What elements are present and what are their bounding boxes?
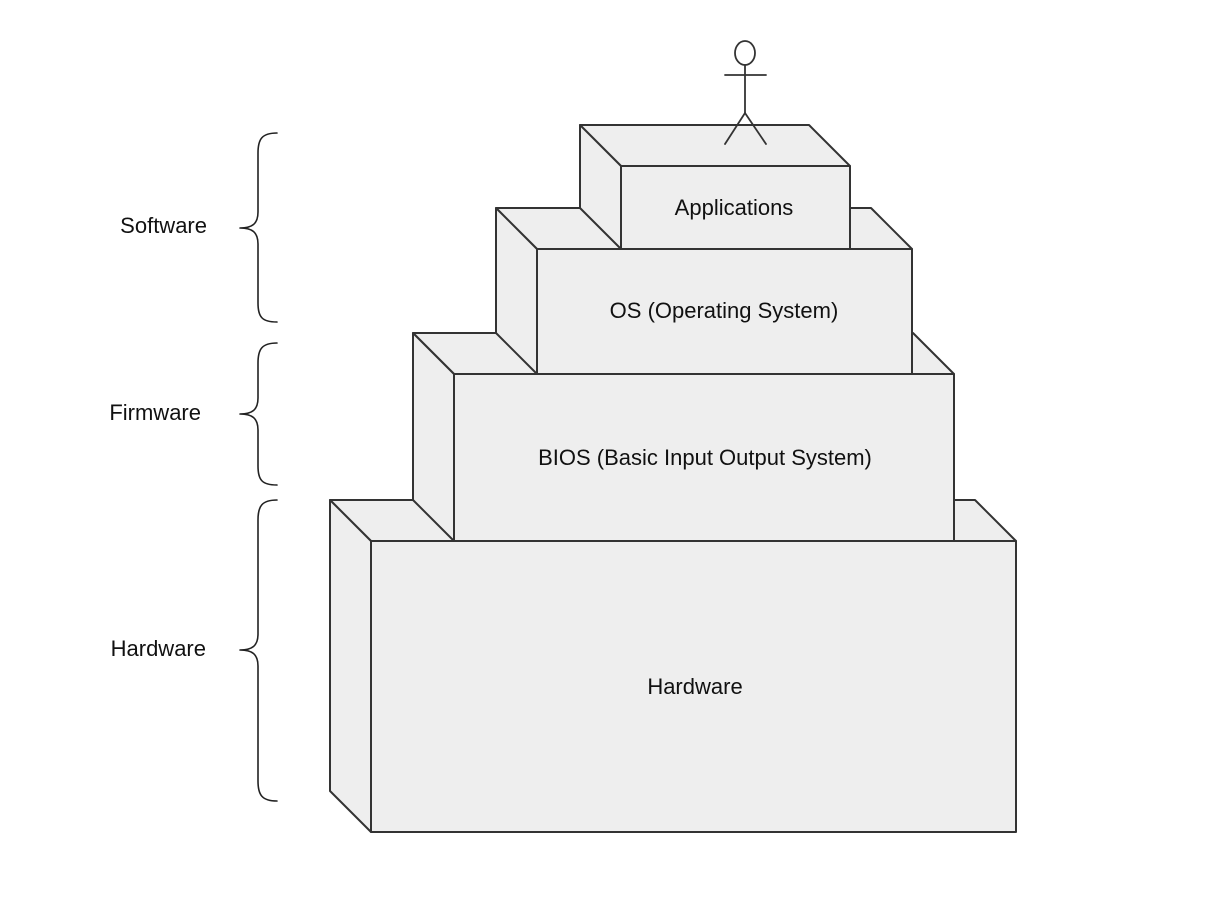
bios-box-front-face [453, 373, 955, 542]
applications-box-top-face [579, 124, 851, 167]
firmware-group-label: Firmware [109, 400, 201, 425]
firmware-group: Firmware [109, 342, 278, 486]
hardware-box-front-face [370, 540, 1017, 833]
applications-box-front-face [620, 165, 851, 250]
software-group: Software [120, 132, 278, 323]
stick-figure-user-icon [724, 40, 767, 145]
bios-box-label: BIOS (Basic Input Output System) [538, 445, 872, 470]
os-box-label: OS (Operating System) [610, 298, 839, 323]
hardware-group: Hardware [111, 499, 278, 802]
hardware-box-label: Hardware [647, 674, 742, 699]
hardware-group-label: Hardware [111, 636, 206, 661]
hardware-box: Hardware [329, 499, 1017, 833]
firmware-brace [239, 342, 278, 486]
bios-box: BIOS (Basic Input Output System) [412, 332, 955, 542]
hardware-brace [239, 499, 278, 802]
applications-box-label: Applications [675, 195, 794, 220]
applications-box: Applications [579, 124, 851, 250]
software-brace [239, 132, 278, 323]
software-group-label: Software [120, 213, 207, 238]
hardware-box-side-face [329, 499, 372, 833]
